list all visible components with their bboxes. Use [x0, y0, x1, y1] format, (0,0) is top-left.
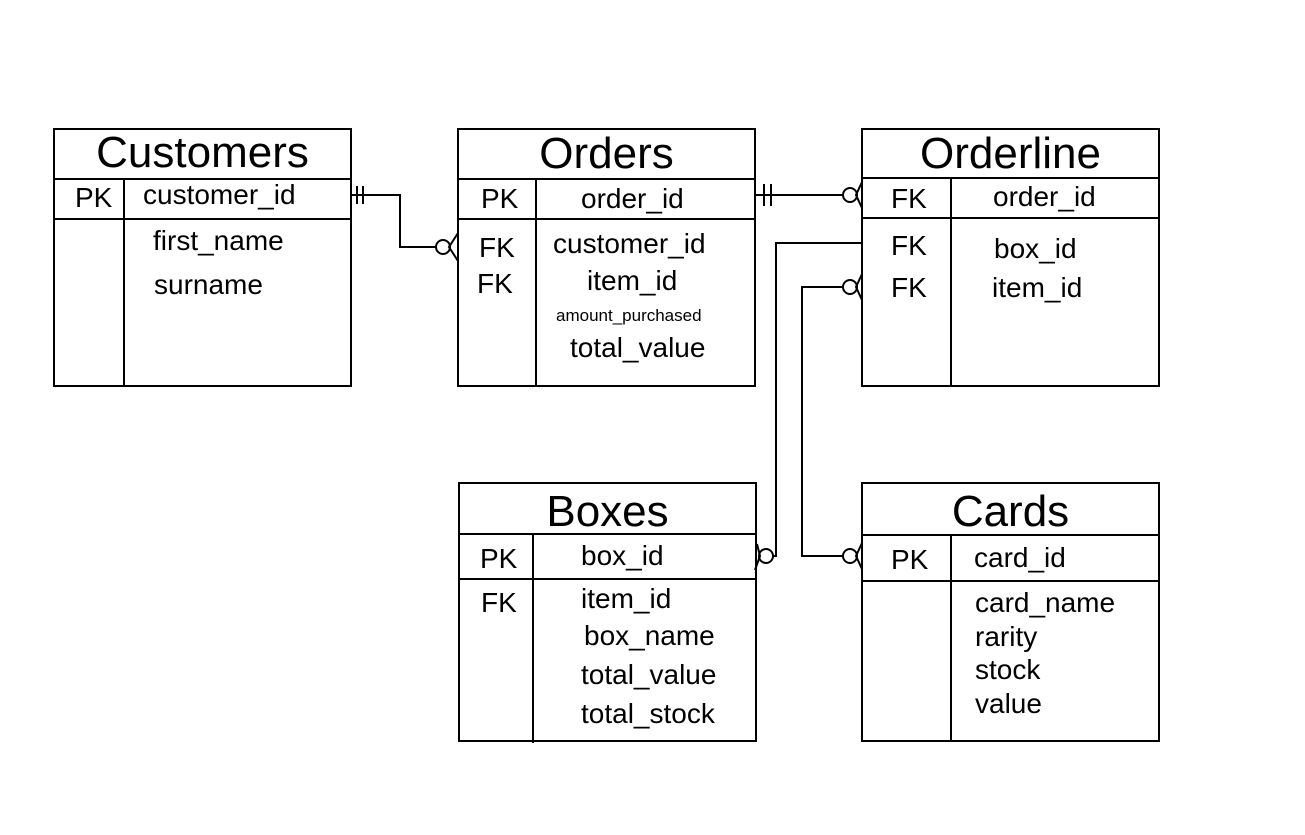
key-column-divider	[532, 533, 534, 743]
field: total_stock	[581, 698, 715, 729]
divider	[460, 533, 755, 535]
fk-label: FK	[481, 587, 517, 618]
pk-field: box_id	[581, 540, 664, 571]
key-column-divider	[123, 178, 125, 385]
crowfoot-marker	[854, 542, 863, 570]
key-column-divider	[950, 177, 952, 385]
field: box_name	[584, 620, 715, 651]
field: stock	[975, 654, 1041, 685]
divider	[55, 178, 350, 180]
pk-label: PK	[75, 182, 113, 213]
connector-line	[801, 286, 843, 557]
crowfoot-marker	[754, 543, 762, 571]
field: amount_purchased	[556, 306, 702, 325]
field: surname	[154, 269, 263, 300]
divider	[863, 534, 1158, 536]
divider	[55, 218, 350, 220]
pk-label: FK	[891, 183, 927, 214]
relationship-customers-orders	[352, 186, 459, 262]
field: total_value	[581, 659, 717, 690]
divider	[863, 217, 1158, 219]
zero-marker	[758, 548, 774, 564]
entity-title: Customers	[96, 128, 309, 177]
entity-title: Boxes	[546, 487, 669, 536]
relationship-orderline-cards	[801, 273, 863, 570]
divider	[863, 580, 1158, 582]
relationship-orders-orderline	[756, 181, 863, 209]
divider	[863, 177, 1158, 179]
field: box_id	[994, 233, 1077, 264]
key-column-divider	[950, 534, 952, 740]
entity-boxes[interactable]: Boxes PK box_id FK item_id box_name tota…	[458, 482, 757, 743]
fk-label: FK	[891, 272, 927, 303]
field: item_id	[587, 265, 678, 296]
crowfoot-marker	[447, 232, 459, 262]
field: value	[975, 688, 1042, 719]
entity-cards[interactable]: Cards PK card_id card_name rarity stock …	[861, 482, 1160, 742]
pk-field: customer_id	[143, 179, 296, 210]
pk-label: PK	[481, 183, 519, 214]
divider	[460, 578, 755, 580]
relationship-orderline-boxes	[754, 242, 861, 571]
field: customer_id	[553, 228, 706, 259]
field: first_name	[153, 225, 284, 256]
pk-label: PK	[891, 544, 929, 575]
field: card_name	[975, 587, 1116, 618]
divider	[459, 178, 754, 180]
connector-line	[773, 242, 861, 557]
crowfoot-marker	[854, 181, 863, 209]
entity-title: Orders	[539, 129, 674, 178]
entity-orderline[interactable]: Orderline FK order_id FK FK box_id item_…	[861, 128, 1160, 387]
fk-label: FK	[479, 232, 515, 263]
field: rarity	[975, 621, 1038, 652]
divider	[459, 218, 754, 220]
pk-field: card_id	[974, 542, 1066, 573]
entity-title: Orderline	[920, 129, 1101, 178]
connector-line	[352, 194, 436, 248]
crowfoot-marker	[854, 273, 863, 301]
pk-label: PK	[480, 543, 518, 574]
field: total_value	[570, 332, 706, 363]
fk-label: FK	[477, 268, 513, 299]
fk-label: FK	[891, 230, 927, 261]
entity-orders[interactable]: Orders PK order_id FK FK customer_id ite…	[457, 128, 756, 387]
entity-customers[interactable]: Customers PK customer_id first_name surn…	[53, 128, 352, 387]
entity-title: Cards	[951, 487, 1070, 536]
field: item_id	[581, 583, 672, 614]
pk-field: order_id	[581, 183, 684, 214]
pk-field: order_id	[993, 181, 1096, 212]
field: item_id	[992, 272, 1083, 303]
key-column-divider	[535, 178, 537, 385]
